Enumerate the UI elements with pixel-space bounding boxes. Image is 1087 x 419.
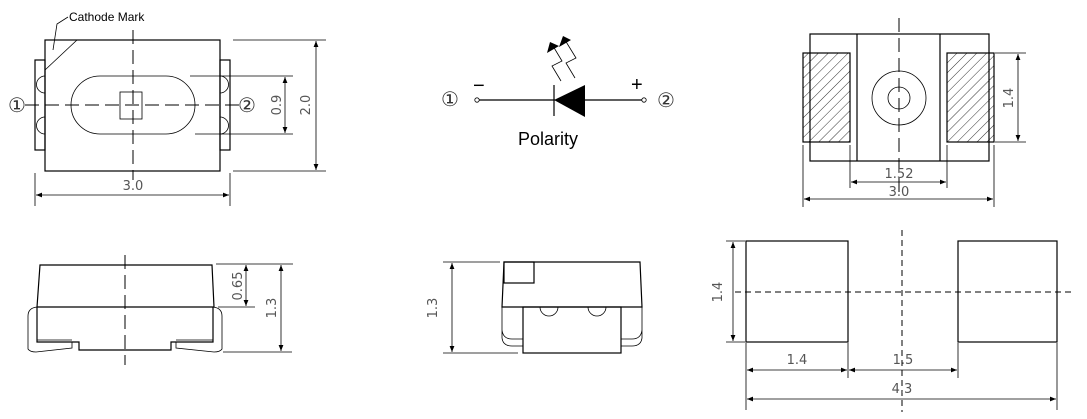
- pin1-label: ①: [441, 87, 459, 111]
- dim-width: 3.0: [889, 185, 910, 200]
- polarity-title: Polarity: [518, 129, 578, 149]
- dim-height: 2.0: [299, 95, 314, 116]
- polarity-symbol: ① ② − + Polarity: [441, 36, 675, 149]
- light-emission-icon: [547, 36, 571, 53]
- lens-body: [501, 261, 643, 308]
- diode-icon: [554, 85, 585, 117]
- pad-right: [946, 52, 995, 143]
- dim-lens: 0.9: [270, 95, 285, 116]
- minus-sign: −: [473, 75, 485, 97]
- pin1-label: ①: [8, 93, 26, 117]
- cathode-mark-label: Cathode Mark: [69, 10, 145, 24]
- dim-pad: 1.4: [787, 353, 808, 368]
- dim-upper: 0.65: [231, 272, 246, 301]
- cathode-mark: [44, 39, 78, 71]
- dim-pad-gap: 1.52: [885, 167, 914, 182]
- plus-sign: +: [631, 74, 643, 96]
- dim-height: 1.3: [426, 298, 441, 319]
- dim-pad-height: 1.4: [1002, 88, 1017, 109]
- dim-total: 4.3: [892, 382, 913, 397]
- solder-footprint: 1.4 1.4 1.5 4.3: [711, 230, 1072, 412]
- cathode-notch: [503, 261, 535, 284]
- side-view: 0.65 1.3: [27, 255, 293, 365]
- pin2-label: ②: [238, 93, 256, 117]
- bottom-view: 1.4 1.52 3.0: [802, 18, 1026, 207]
- top-view: Cathode Mark ① ② 2.0 0.9 3.0: [8, 10, 326, 206]
- dim-height: 1.4: [711, 282, 726, 303]
- pin2-label: ②: [657, 88, 675, 112]
- dim-width: 3.0: [123, 179, 144, 194]
- chip: [119, 91, 143, 120]
- dim-gap: 1.5: [893, 353, 914, 368]
- pad-left: [802, 52, 851, 143]
- end-view: 1.3: [426, 261, 643, 354]
- dim-total: 1.3: [265, 298, 280, 319]
